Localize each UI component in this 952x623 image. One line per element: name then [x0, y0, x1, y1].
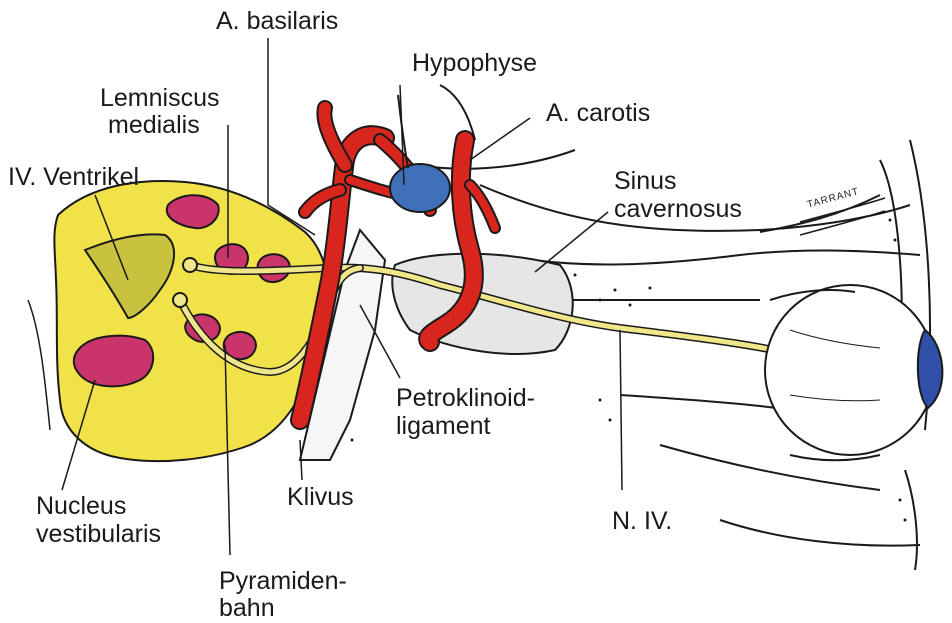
- label-iv-ventrikel: IV. Ventrikel: [8, 164, 139, 191]
- label-hypophyse: Hypophyse: [412, 50, 537, 77]
- brainstem-stripe: [28, 300, 50, 430]
- label-klivus: Klivus: [287, 484, 354, 511]
- nucleus-vestibularis-shape: [74, 336, 153, 387]
- nerve-nucleus-upper: [183, 258, 197, 272]
- label-sinus-line2: cavernosus: [614, 196, 742, 223]
- label-pyramiden-line2: bahn: [219, 595, 275, 622]
- nerve-nucleus-lower: [173, 293, 187, 307]
- label-petroklinoid-line2: ligament: [396, 413, 491, 440]
- leader-klivus: [300, 440, 302, 480]
- label-a-carotis: A. carotis: [546, 100, 650, 127]
- label-nucleus-line1: Nucleus: [36, 493, 126, 520]
- label-petroklinoid-line1: Petroklinoid-: [396, 385, 535, 412]
- label-pyramiden-line1: Pyramiden-: [219, 568, 347, 595]
- label-n-iv: N. IV.: [612, 508, 672, 535]
- label-sinus-line1: Sinus: [614, 168, 677, 195]
- leader-n-iv: [620, 330, 622, 490]
- label-lemniscus-line2: medialis: [108, 112, 200, 139]
- eyeball: [765, 285, 942, 460]
- label-nucleus-line2: vestibularis: [36, 521, 161, 548]
- label-a-basilaris: A. basilaris: [216, 8, 338, 35]
- label-lemniscus-line1: Lemniscus: [100, 85, 220, 112]
- hypophysis-shape: [390, 164, 450, 212]
- leader-carotis: [470, 118, 530, 160]
